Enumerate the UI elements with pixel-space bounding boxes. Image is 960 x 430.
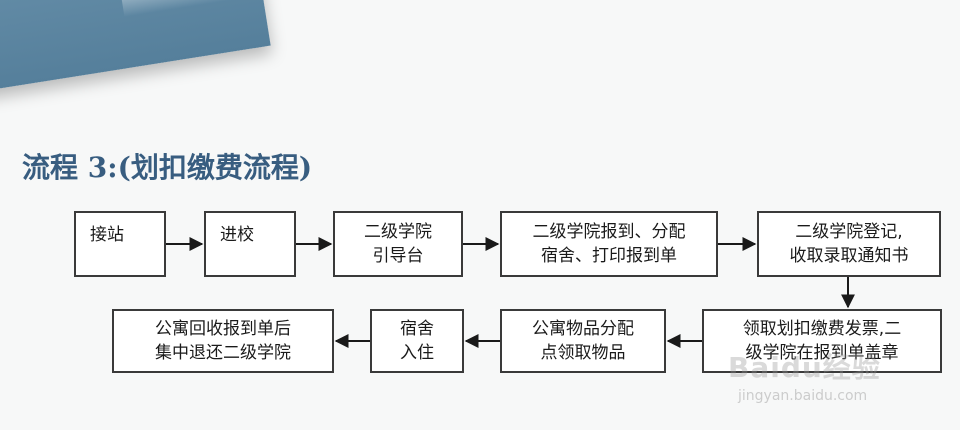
flow-node-dorm-move-in: 宿舍 入住 <box>370 309 464 373</box>
node-text: 入住 <box>400 343 434 363</box>
node-text: 公寓回收报到单后 <box>155 319 291 339</box>
node-text: 点领取物品 <box>540 343 626 363</box>
watermark-logo: Baidu经验 <box>728 351 881 384</box>
flow-node-college-checkin: 二级学院登记, 收取录取通知书 <box>757 211 941 277</box>
node-text: 领取划扣缴费发票,二 <box>742 319 902 339</box>
node-text: 二级学院报到、分配 <box>532 222 686 242</box>
node-text: 宿舍、打印报到单 <box>541 246 677 266</box>
page-title: 流程 3:(划扣缴费流程) <box>22 151 313 184</box>
node-text: 二级学院登记, <box>795 222 903 242</box>
flow-node-college-register: 二级学院报到、分配 宿舍、打印报到单 <box>500 211 718 277</box>
flow-node-return-forms: 公寓回收报到单后 集中退还二级学院 <box>112 309 334 373</box>
node-text: 二级学院 <box>364 222 432 242</box>
flow-node-pickup: 接站 <box>74 211 166 277</box>
node-text: 集中退还二级学院 <box>155 343 291 363</box>
node-text: 收取录取通知书 <box>789 246 909 266</box>
node-text: 进校 <box>220 225 254 245</box>
flow-node-apartment-items: 公寓物品分配 点领取物品 <box>500 309 666 373</box>
node-text: 引导台 <box>372 246 424 266</box>
node-text: 接站 <box>90 225 124 245</box>
node-text: 级学院在报到单盖章 <box>745 343 899 363</box>
flow-node-college-guide: 二级学院 引导台 <box>333 211 463 277</box>
node-text: 公寓物品分配 <box>532 319 634 339</box>
watermark-url: jingyan.baidu.com <box>738 388 868 404</box>
flow-node-enter-school: 进校 <box>204 211 296 277</box>
node-text: 宿舍 <box>400 319 434 339</box>
flow-node-receive-invoice: 领取划扣缴费发票,二 级学院在报到单盖章 <box>702 309 942 373</box>
